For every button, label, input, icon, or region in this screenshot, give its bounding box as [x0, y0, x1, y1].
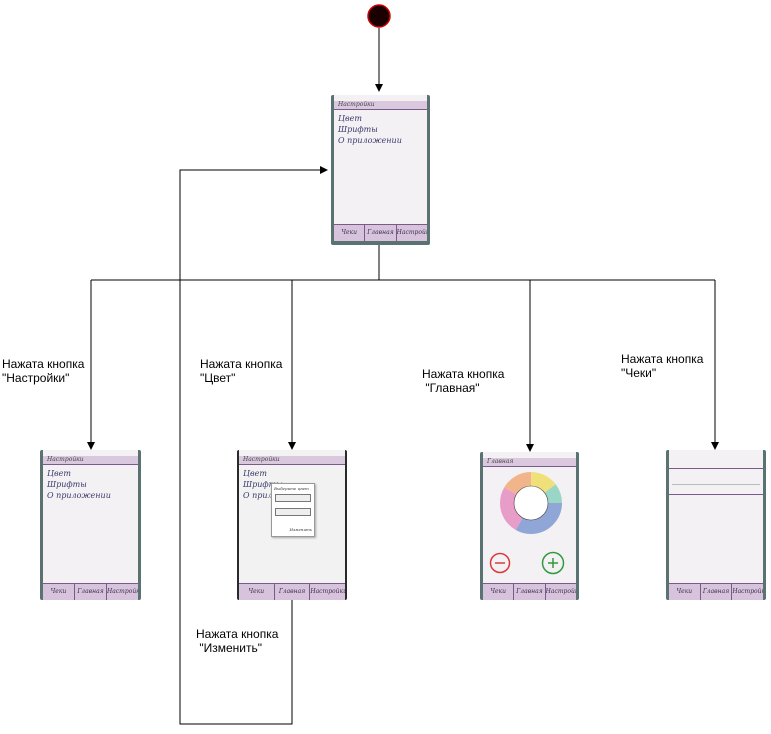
change-button: Изменить: [289, 527, 312, 532]
label-checks-pressed: Нажата кнопка "Чеки": [621, 352, 704, 380]
color-dialog: Выберите цвет Изменить: [271, 483, 315, 537]
checks-row: [669, 488, 763, 495]
screen-main: Главная Чеки Главная Настройки: [480, 452, 579, 600]
category-ring: [500, 472, 562, 534]
screen-header: Настройки: [334, 101, 427, 110]
screen-checks: Чеки Главная Настройки: [666, 450, 766, 600]
edge-change-loop: [179, 166, 328, 725]
label-main-pressed: Нажата кнопка "Главная": [422, 367, 505, 395]
tab-bar: Чеки Главная Настройки: [334, 224, 427, 241]
screen-settings: Настройки Цвет Шрифты О приложении Чеки …: [40, 450, 141, 600]
dialog-title: Выберите цвет: [274, 486, 309, 491]
checks-row: [672, 476, 760, 485]
label-color-pressed: Нажата кнопка "Цвет": [200, 357, 283, 385]
tab-bar: Чеки Главная Настройки: [483, 583, 576, 600]
screen-header: Настройки: [239, 456, 345, 465]
checks-filter-bar: [669, 460, 763, 469]
tab-bar: Чеки Главная Настройки: [669, 583, 763, 600]
screen-header: Главная: [483, 458, 576, 467]
minus-icon: [489, 552, 511, 574]
label-change-pressed: Нажата кнопка "Изменить": [196, 627, 279, 655]
screen-color: Настройки Цвет Шрифты О приложении Выбер…: [237, 450, 347, 600]
color-select-1: [275, 494, 311, 502]
label-settings-pressed: Нажата кнопка "Настройки": [2, 357, 85, 385]
tab-bar: Чеки Главная Настройки: [239, 583, 345, 600]
plus-icon: [541, 551, 565, 575]
option-list: Цвет Шрифты О приложении: [47, 469, 111, 500]
screen-settings-top: Настройки Цвет Шрифты О приложении Чеки …: [331, 95, 430, 245]
tab-bar: Чеки Главная Настройки: [43, 583, 138, 600]
option-list: Цвет Шрифты О приложении: [338, 114, 402, 145]
screen-header: Настройки: [43, 456, 138, 465]
start-node: [367, 4, 391, 28]
color-select-2: [275, 508, 311, 516]
